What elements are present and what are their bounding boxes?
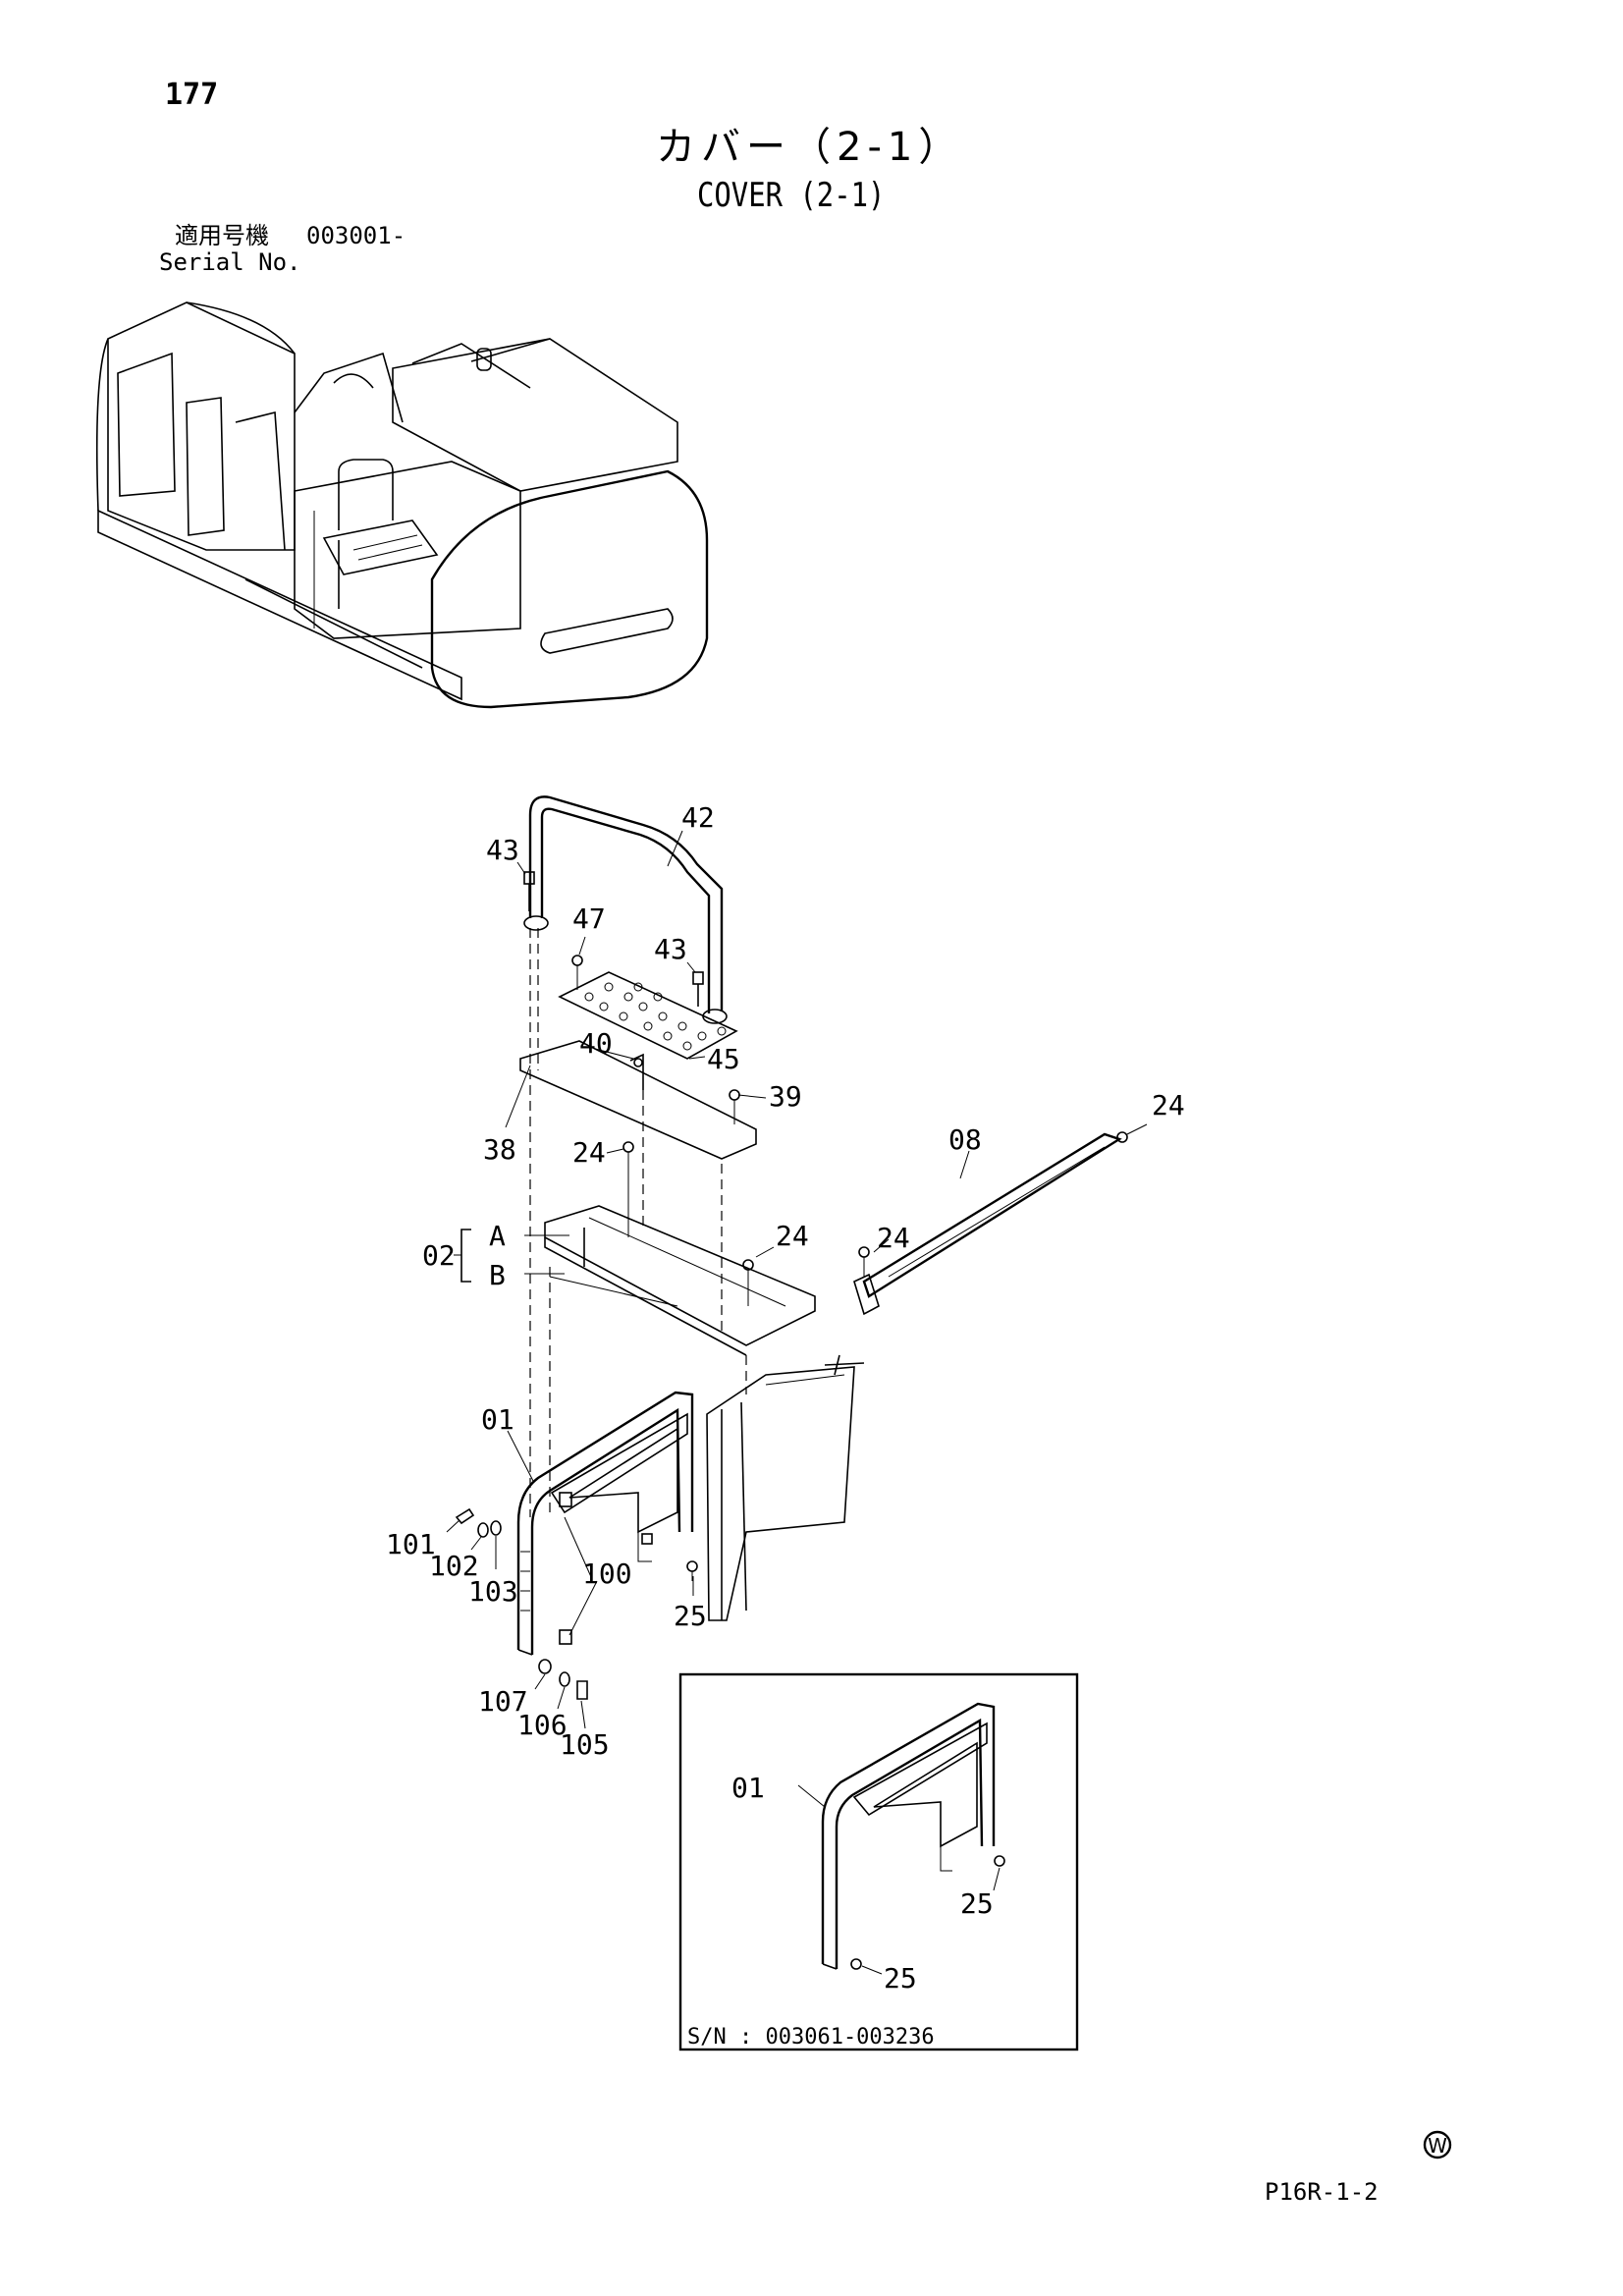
callout-02: 02 [422, 1239, 456, 1272]
callout-107: 107 [478, 1685, 528, 1718]
callout-24: 24 [572, 1136, 606, 1169]
callout-25: 25 [674, 1600, 707, 1632]
page-number: 177 [165, 78, 219, 112]
callout-a: A [489, 1220, 506, 1252]
callout-101: 101 [386, 1528, 436, 1560]
inset-callout-25: 25 [884, 1962, 917, 1995]
rail-08 [862, 1132, 1122, 1298]
step-plate [558, 971, 738, 1060]
serial-range: 003001- [306, 222, 406, 249]
callout-103: 103 [468, 1575, 518, 1608]
inset-serial-range: S/N : 003061-003236 [687, 2025, 935, 2050]
callout-102: 102 [429, 1550, 479, 1582]
callout-43: 43 [654, 933, 687, 965]
callout-labels: 42 43 47 43 40 45 39 38 24 24 08 24 24 0… [386, 801, 1185, 1995]
serial-label-english: Serial No. [159, 248, 301, 276]
callout-105: 105 [560, 1728, 610, 1761]
callout-39: 39 [769, 1080, 802, 1113]
title-english: COVER (2-1) [697, 176, 886, 215]
callout-24: 24 [1152, 1089, 1185, 1121]
inset-callout-25: 25 [960, 1887, 994, 1920]
callout-08: 08 [948, 1123, 982, 1156]
serial-label-japanese: 適用号機 [175, 222, 269, 249]
inset-callout-01: 01 [731, 1772, 765, 1804]
callout-45: 45 [707, 1043, 740, 1075]
callout-106: 106 [517, 1709, 568, 1741]
frame-02 [544, 1205, 816, 1346]
exploded-view [446, 795, 1148, 1729]
w-symbol-icon: W [1423, 2130, 1452, 2159]
callout-24: 24 [877, 1222, 910, 1254]
callout-47: 47 [572, 902, 606, 935]
inset-detail [678, 1672, 1079, 2051]
door-frame-01 [516, 1391, 694, 1650]
callout-42: 42 [681, 801, 715, 834]
callout-38: 38 [483, 1133, 516, 1166]
callout-40: 40 [579, 1027, 613, 1060]
w-symbol-letter: W [1428, 2134, 1447, 2158]
callout-b: B [489, 1259, 506, 1291]
callout-01: 01 [481, 1403, 514, 1436]
machine-overview-illustration [95, 301, 709, 709]
callout-43: 43 [486, 834, 519, 866]
callout-100: 100 [582, 1558, 632, 1590]
drawing-code: P16R-1-2 [1265, 2178, 1379, 2206]
title-japanese: カバー（2-1） [656, 125, 964, 170]
callout-24: 24 [776, 1220, 809, 1252]
handrail [528, 795, 724, 1011]
